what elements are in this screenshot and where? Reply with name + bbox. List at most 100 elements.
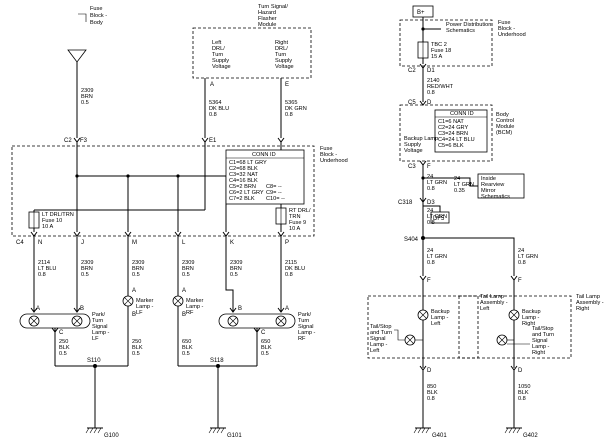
wire-24e-color: LT GRN [518,254,538,260]
wire-250-lf-gauge: 0.5 [59,351,67,357]
lamp-lf-label-3: Signal [92,324,108,330]
backup-supply-label-1: Backup Lamp [404,136,438,142]
fbu-right-label-3: Underhood [498,32,526,38]
wire-5364-color: DK BLU [209,106,229,112]
pin-m: M [132,240,137,246]
connid-c1: C1=68 LT GRY [229,160,267,166]
wire-2115-color: DK BLU [285,266,305,272]
splice-s404-label: S404 [404,237,419,243]
lamp-rf-label-3: Signal [298,324,314,330]
fuse-9-label-2: TRN [289,214,301,220]
tail-left-label-2: Assembly - [480,300,508,306]
chevron-p [277,231,285,237]
pin-f3: F3 [80,138,88,144]
connid-title: CONN ID [252,152,276,158]
chevron-rf-a [277,307,285,313]
connid-c4: C4=16 BLK [229,178,258,184]
wire-2309-k [225,236,234,312]
splice-s118-label: S118 [210,358,224,364]
tail-left-pin-f: F [427,278,431,284]
right-drl-label-5: Voltage [275,64,294,70]
wire-24b-gauge: 0.35 [454,188,465,194]
wire-650-marker-circuit: 650 [182,339,191,345]
fuse-block-body-label-3: Body [90,20,103,26]
connid-c6: C6=2 LT GRY [229,190,264,196]
bcm-c3: C3 [408,164,416,170]
mirror-label-2: Rearview [481,182,505,188]
wire-24d-circuit: 24 [427,248,433,254]
ground-icon-g101 [208,427,226,434]
wire-1050-color: BLK [518,390,529,396]
left-drl-label-1: Left [212,40,222,46]
stop-left-leader [394,329,405,341]
right-drl-label-2: DRL/ [275,46,288,52]
turn-module-label-3: Flasher [258,16,277,22]
wire-24c-circuit: 24 [427,208,433,214]
backup-left-label-3: Left [431,321,441,327]
bcm-label-3: Module [496,124,514,130]
wire-650-rf-color: BLK [261,345,272,351]
lamp-rf-label-1: Park/ [298,312,312,318]
chevron-lf-a [30,307,38,313]
marker-rf-pin-b: B [182,312,186,318]
left-lamp-section: 2114 LT BLU 0.8 2309 BRN 0.5 2309 BRN 0.… [19,236,316,439]
splice-s110-label: S110 [87,358,101,364]
connector-c318: C318 [398,200,413,206]
marker-rf-x [174,297,182,305]
wire-2140-color: RED/WHT [427,84,454,90]
chevron-k [222,231,230,237]
wire-24c-color: LT GRN [427,214,447,220]
tail-right-label-3: Right [576,306,590,312]
wire-j-gauge: 0.5 [81,272,89,278]
wire-k-color: BRN [230,266,242,272]
wire-250-lf-circuit: 250 [59,339,68,345]
pin-j: J [81,240,84,246]
tail-left-label-3: Left [480,306,490,312]
wire-250-marker-gauge: 0.5 [132,351,140,357]
left-drl-label-3: Turn [212,52,223,58]
chevron-e1 [201,137,209,143]
wire-5365-gauge: 0.8 [285,112,293,118]
bcm-label-4: (BCM) [496,130,512,136]
ground-g401-label: G401 [432,433,447,439]
stop-right-label-4: Lamp - [532,344,550,350]
backup-right-label-1: Backup [522,309,541,315]
chevron-c3-f [419,160,427,166]
wire-650-rf-gauge: 0.5 [261,351,269,357]
wire-850-circuit: 850 [427,384,436,390]
stop-right-label-3: Signal [532,338,548,344]
chevron-m [124,231,132,237]
right-section: B+ Power Distribution Schematics Fuse Bl… [367,5,604,439]
wire-k-circuit: 2309 [230,260,242,266]
backup-right-label-3: Right [522,321,536,327]
chevron-f-right [510,275,518,281]
bcm-connid-title: CONN ID [450,111,474,117]
connid-c5: C5=2 BRN [229,184,256,190]
lamp-rf-label-2: Turn [298,318,309,324]
pin-k: K [230,240,234,246]
wire-l-color: BRN [182,266,194,272]
lamp-lf-label-5: LF [92,336,99,342]
chevron-e [277,137,285,143]
wire-2114-gauge: 0.8 [38,272,46,278]
rf-pin-c: C [261,330,266,336]
tail-left-pin-d: D [427,368,432,374]
fuse-10-label-1: LT DRL/TRN [42,212,74,218]
marker-lf-label-3: LF [136,310,143,316]
chevron-f-left [419,275,427,281]
bcm-connid-c2: C2=24 GRY [438,125,468,131]
df5-branch [423,205,441,212]
bplus-label: B+ [417,10,425,16]
right-d1: D1 [427,68,435,74]
lamp-lf-label-4: Lamp - [92,330,110,336]
splice-bus-2 [126,174,130,178]
wire-850-gauge: 0.8 [427,396,435,402]
wire-650-rf-circuit: 650 [261,339,270,345]
wire-24a-color: LT GRN [427,180,447,186]
pds-label-2: Schematics [446,28,475,34]
mirror-label-4: Schematics [481,194,510,200]
lamp-rf-label-5: RF [298,336,306,342]
wire-2140-circuit: 2140 [427,78,439,84]
splice-bus-1 [75,174,79,178]
tbc2-label-2: Fuse 18 [431,48,451,54]
